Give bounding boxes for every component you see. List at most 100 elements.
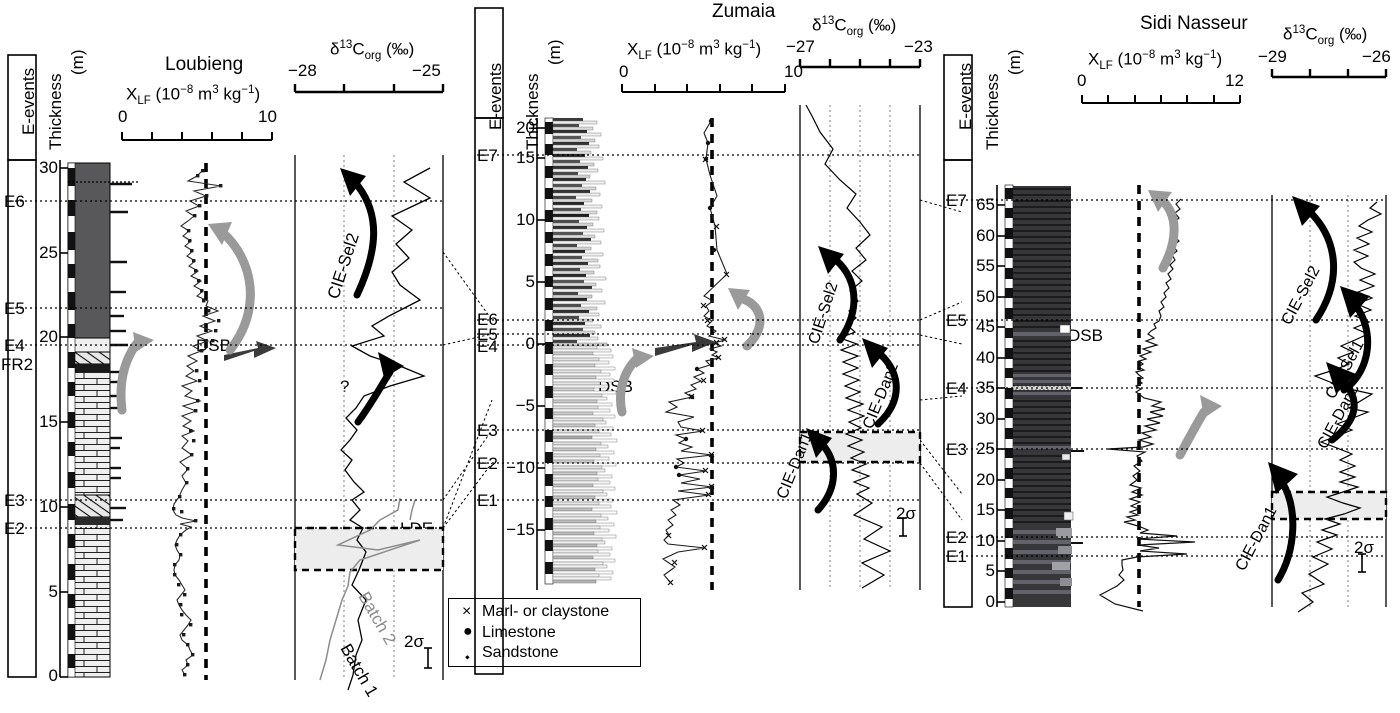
zumaia-dsb-dark-arrow <box>655 334 716 356</box>
loubieng-query-label: ? <box>340 377 350 396</box>
sidi-gray-arrow-lower-head <box>1200 395 1222 418</box>
zumaia-cie-sel2-arrowhead <box>818 246 844 274</box>
svg-text:E4: E4 <box>946 379 967 398</box>
sidi-event-labels: E7 E5 E4 E3 E2 E1 <box>946 191 967 566</box>
svg-text:E6: E6 <box>477 310 498 329</box>
zumaia-events-frame <box>474 7 504 119</box>
sidi-d13c-min: −29 <box>1258 47 1287 66</box>
sidi-gray-arrow-upper <box>1157 195 1179 273</box>
zumaia-d13c-min: −27 <box>786 37 815 56</box>
svg-text:E2: E2 <box>4 519 25 538</box>
sidi-beds <box>1013 186 1074 607</box>
svg-text:10: 10 <box>516 210 535 229</box>
svg-text:E3: E3 <box>946 440 967 459</box>
sidi-dsb-label: DSB <box>1068 326 1103 345</box>
loubieng-dsb-arrow <box>224 341 276 361</box>
zumaia-xlf-series <box>661 120 728 584</box>
svg-text:E2: E2 <box>946 528 967 547</box>
sidi-cie-sel2-arrow <box>1306 208 1338 324</box>
sidi-cie-dan2-arrow <box>1328 378 1358 444</box>
svg-text:60: 60 <box>976 226 995 245</box>
svg-text:40: 40 <box>976 348 995 367</box>
sidi-d13c-max: −26 <box>1362 47 1391 66</box>
zumaia-d13c-title: δ13Corg (‰) <box>812 15 897 39</box>
zumaia-beds <box>552 118 618 584</box>
loubieng-bw-ribbon <box>67 162 76 678</box>
sidi-xlf-series <box>1098 198 1196 612</box>
loubieng-sigma-bar <box>424 647 432 669</box>
legend-box <box>448 598 641 667</box>
svg-text:25: 25 <box>39 243 58 262</box>
loubieng-xlf-min: 0 <box>118 107 128 126</box>
sidi-xlf-axis <box>1081 95 1241 104</box>
zumaia-cie-sel2-arrow <box>832 256 858 344</box>
sidi-d13c-axis <box>1270 69 1388 79</box>
zumaia-thickness-ticks <box>537 127 545 531</box>
zumaia-event-lines <box>477 154 920 501</box>
loubieng-d13c-max: −25 <box>412 61 441 80</box>
sidi-sigma-label: 2σ <box>1354 538 1374 557</box>
zumaia-xlf-min: 0 <box>619 62 629 81</box>
svg-text:E5: E5 <box>477 325 498 344</box>
svg-text:5: 5 <box>986 561 995 580</box>
zumaia-lithology-column <box>544 117 618 585</box>
legend-marl-symbol: × <box>462 603 472 620</box>
zumaia-cie-sel2-label: CIE-Sel2 <box>806 280 842 346</box>
zumaia-gray-curve-arrow <box>735 293 765 351</box>
zumaia-panel: −15 −10 −5 0 5 10 15 20 <box>474 7 922 675</box>
loubieng-d13c-min: −28 <box>288 61 317 80</box>
sidi-cie-sel2-arrowhead <box>1292 196 1320 226</box>
sidi-cie-dan2-arrowhead <box>1326 362 1356 394</box>
loubieng-cie-sel2-arrowhead <box>340 168 366 196</box>
svg-text:30: 30 <box>39 158 58 177</box>
svg-text:25: 25 <box>976 439 995 458</box>
svg-text:0: 0 <box>526 334 535 353</box>
loubieng-event-labels: E6 E5 E4 FR2 E3 E2 <box>1 192 33 538</box>
loubieng-xlf-markers <box>172 169 223 677</box>
loubieng-d13c-batch2 <box>319 497 421 681</box>
legend-marl-label: Marl- or claystone <box>482 603 610 620</box>
sidi-cie-dan1-arrow <box>1274 478 1297 584</box>
svg-text:15: 15 <box>976 500 995 519</box>
svg-text:35: 35 <box>976 378 995 397</box>
svg-text:E3: E3 <box>4 491 25 510</box>
svg-text:10: 10 <box>39 497 58 516</box>
zumaia-cie-dan1-label: CIE-Dan1 <box>774 430 816 502</box>
svg-text:−5: −5 <box>516 396 535 415</box>
zumaia-cie-dan1-arrowhead <box>806 428 832 458</box>
loubieng-sigma-label: 2σ <box>404 632 424 651</box>
loubieng-xlf-max: 10 <box>258 107 277 126</box>
svg-text:E4: E4 <box>4 336 25 355</box>
loubieng-event-lines <box>10 200 443 529</box>
loubieng-xlf-series <box>172 170 222 676</box>
legend-sandstone-symbol: ⬩ <box>465 649 470 664</box>
sidi-xlf-max: 12 <box>1225 71 1244 90</box>
loubieng-events-frame <box>7 54 37 161</box>
svg-text:10: 10 <box>976 531 995 550</box>
sidi-gray-arrow-lower <box>1175 407 1209 460</box>
zumaia-d13c-series <box>805 104 892 589</box>
legend-sandstone-label: Sandstone <box>482 644 559 661</box>
loubieng-thickness-ticks <box>60 167 68 678</box>
zumaia-gray-curve-arrowhead <box>728 288 750 310</box>
sidi-sigma-bar <box>1358 553 1366 573</box>
zumaia-dsb-gray-arrowhead <box>632 348 654 368</box>
svg-text:65: 65 <box>976 195 995 214</box>
zumaia-d13c-max: −23 <box>904 37 933 56</box>
loubieng-d13c-axis <box>293 84 445 94</box>
svg-text:E1: E1 <box>477 491 498 510</box>
svg-text:FR2: FR2 <box>1 355 33 374</box>
svg-text:E7: E7 <box>946 191 967 210</box>
inter-panel-correlation-lines <box>442 199 963 529</box>
loubieng-xlf-axis <box>121 132 273 141</box>
svg-text:E7: E7 <box>477 146 498 165</box>
svg-text:E1: E1 <box>946 547 967 566</box>
sidi-cie-sel1-arrowhead <box>1340 286 1370 318</box>
svg-text:5: 5 <box>49 582 58 601</box>
svg-text:0: 0 <box>986 592 995 611</box>
svg-text:20: 20 <box>976 470 995 489</box>
loubieng-thickness-tick-labels: 0 5 10 15 20 25 30 <box>39 158 58 685</box>
